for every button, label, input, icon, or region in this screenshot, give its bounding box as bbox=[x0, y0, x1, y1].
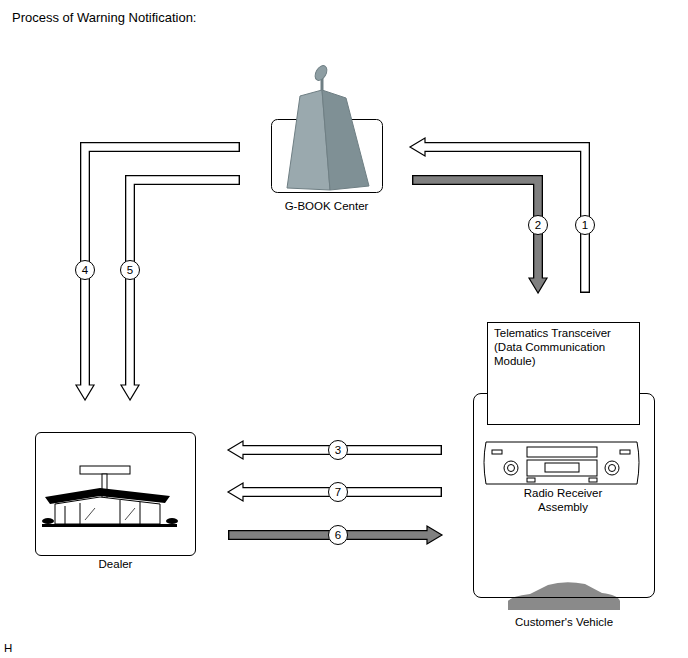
drawing-stroke bbox=[42, 524, 177, 527]
arrow-head bbox=[427, 526, 442, 544]
drawing-stroke bbox=[125, 508, 135, 520]
drawing-stroke bbox=[527, 460, 597, 476]
drawing-stroke bbox=[80, 466, 130, 474]
arrow-head bbox=[410, 138, 425, 156]
arrow-outline bbox=[425, 147, 585, 293]
gbook-center-label: G-BOOK Center bbox=[211, 200, 442, 214]
gbook-center-box: G-BOOK Center bbox=[271, 119, 382, 192]
dealer-box: Dealer bbox=[35, 432, 196, 556]
arrow-head bbox=[76, 385, 94, 400]
drawing-stroke bbox=[589, 478, 597, 482]
block-arrow bbox=[228, 483, 442, 501]
drawing-stroke bbox=[42, 518, 54, 524]
telematics-transceiver-label: Telematics Transceiver (Data Communicati… bbox=[494, 327, 633, 368]
drawing-stroke bbox=[527, 447, 597, 457]
callout-number: 1 bbox=[575, 215, 595, 235]
callout-number: 2 bbox=[528, 215, 548, 235]
callout-number: 5 bbox=[120, 260, 140, 280]
drawing-stroke bbox=[484, 442, 639, 484]
arrow-fill bbox=[413, 180, 538, 280]
dealer-label: Dealer bbox=[0, 558, 255, 572]
drawing-stroke bbox=[55, 497, 160, 524]
arrow-fill bbox=[85, 147, 239, 387]
drawing-stroke bbox=[140, 502, 141, 524]
arrow-head bbox=[529, 278, 547, 293]
drawing-stroke bbox=[620, 450, 630, 454]
block-arrow bbox=[121, 180, 240, 400]
figure-code: H bbox=[4, 642, 24, 656]
callout-number: 3 bbox=[328, 440, 348, 460]
radio-receiver bbox=[484, 442, 639, 484]
customer-vehicle-label: Customer's Vehicle bbox=[414, 616, 688, 630]
drawing-stroke bbox=[527, 478, 535, 482]
drawing-stroke bbox=[545, 463, 579, 472]
drawing-stroke bbox=[609, 465, 616, 472]
drawing-stroke bbox=[508, 465, 515, 472]
block-arrow bbox=[228, 526, 442, 544]
block-arrow bbox=[228, 441, 442, 459]
gbook-tower bbox=[287, 64, 369, 190]
drawing-stroke bbox=[85, 508, 95, 520]
drawing-stroke bbox=[120, 500, 121, 524]
car-silhouette bbox=[508, 582, 620, 610]
block-arrow bbox=[412, 180, 547, 293]
drawing-stroke bbox=[322, 90, 369, 190]
telematics-transceiver-box: Telematics Transceiver (Data Communicati… bbox=[487, 322, 640, 425]
part-name: Radio Receiver Assembly bbox=[513, 487, 613, 515]
drawing-stroke bbox=[605, 461, 619, 475]
dealer-building bbox=[42, 466, 178, 527]
block-arrow bbox=[410, 138, 585, 293]
drawing-stroke bbox=[504, 461, 518, 475]
callout-number: 4 bbox=[75, 260, 95, 280]
drawing-stroke bbox=[492, 450, 502, 454]
block-arrow bbox=[76, 147, 240, 400]
drawing-stroke bbox=[166, 518, 178, 524]
drawing-stroke bbox=[313, 64, 330, 83]
arrow-fill bbox=[423, 147, 585, 292]
drawing-stroke bbox=[65, 506, 66, 524]
arrow-head bbox=[228, 483, 243, 501]
callout-number: 7 bbox=[328, 482, 348, 502]
arrow-outline bbox=[130, 180, 240, 385]
arrow-outline bbox=[412, 180, 538, 278]
arrow-head bbox=[121, 385, 139, 400]
drawing-stroke bbox=[80, 503, 81, 524]
diagram-title: Process of Warning Notification: bbox=[12, 10, 196, 26]
callout-number: 6 bbox=[328, 525, 348, 545]
arrow-head bbox=[228, 441, 243, 459]
arrow-fill bbox=[130, 180, 239, 387]
drawing-stroke bbox=[508, 582, 620, 610]
